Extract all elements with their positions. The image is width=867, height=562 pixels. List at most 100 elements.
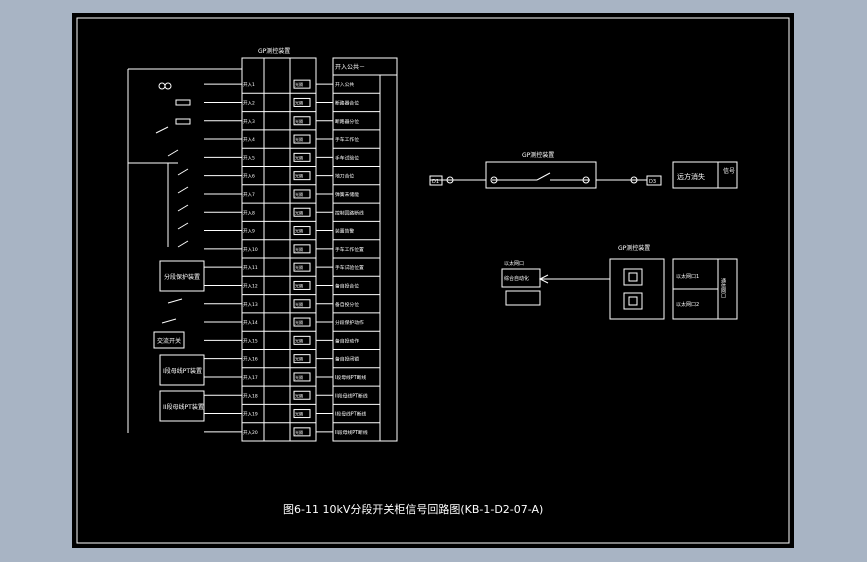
terminal-label: 开入10 [243,247,258,253]
terminal-label: 开入20 [243,430,258,436]
ethernet-port-2-icon [623,292,643,310]
optocoupler-label: 光隔 [295,118,303,124]
terminal-label: 开入6 [243,174,255,180]
contact-symbols [155,82,191,324]
box-bus1-pt-label: I段母线PT装置 [163,367,202,375]
signal-name: 备自投分位 [335,301,359,308]
optocoupler-box [293,79,311,89]
optocoupler-label: 光隔 [295,228,303,234]
sync-device-box [485,161,597,189]
signal-name: 手车试验位置 [335,264,364,271]
signal-name: II段母线PT断线 [335,429,368,436]
signal-name: 地刀合位 [335,173,354,180]
sync-terminal-left [429,175,443,186]
comm-device-header: GP测控装置 [618,244,650,252]
terminal-label: 开入17 [243,375,258,381]
optocoupler-box [293,427,311,437]
sync-device-header: GP测控装置 [522,151,554,159]
optocoupler-box [293,134,311,144]
signal-name: 断路器分位 [335,118,359,125]
optocoupler-box [293,409,311,419]
optocoupler-label: 光隔 [295,191,303,197]
optocoupler-box [293,262,311,272]
comm-port-1-label: 以太网口1 [676,273,699,280]
optocoupler-box [293,335,311,345]
optocoupler-box [293,226,311,236]
terminal-label: 开入5 [243,155,255,161]
terminal-label: 开入7 [243,192,255,198]
signal-name: I段母线PT断线 [335,411,366,418]
terminal-label: 开入15 [243,338,258,344]
comm-device-box [609,258,665,320]
terminal-label: 开入1 [243,82,255,88]
terminal-label: 开入11 [243,265,258,271]
drawing-frame [76,17,790,544]
position-signal-circuit: GP测控装置 D1 D3 远方消失 信号 [429,151,738,189]
terminal-label: 开入18 [243,393,258,399]
sync-terminal-right-label: D3 [649,179,656,185]
sync-output-label: 远方消失 [677,172,705,181]
optocoupler-label: 光隔 [295,356,303,362]
signal-rows: 开入公共断路器合位断路器分位手车工作位手车试验位地刀合位弹簧未储能控制回路断线装… [333,81,380,442]
optocoupler-box [293,116,311,126]
optocoupler-label: 光隔 [295,136,303,142]
terminal-label: 开入4 [243,137,255,143]
signal-name: 分段保护动作 [335,319,364,326]
optocoupler-box [293,189,311,199]
sync-contact [536,172,551,181]
optocoupler-box [293,97,311,107]
optocoupler-label: 光隔 [295,282,303,288]
optocoupler-label: 光隔 [295,209,303,215]
signal-name: 备自投动作 [335,337,359,344]
terminal-label: 开入19 [243,412,258,418]
terminal-label: 开入13 [243,302,258,308]
signal-name: 备自投合位 [335,282,359,289]
sync-signal-label: 信号 [723,167,735,175]
box-bus1-pt [159,354,205,386]
signal-name: 断路器合位 [335,99,359,106]
sync-output-box [672,161,738,189]
box-ac-switch [153,331,185,349]
terminal-label: 开入14 [243,320,258,326]
optocoupler-box [293,244,311,254]
comm-arrow [538,274,549,284]
comm-source-header: 以太网口 [504,260,524,267]
optocoupler-label: 光隔 [295,264,303,270]
optocoupler-box [293,207,311,217]
terminal-label: 开入12 [243,283,258,289]
comm-source-sub [505,290,541,306]
terminal-label: 开入2 [243,100,255,106]
optocoupler-label: 光隔 [295,99,303,105]
optocoupler-label: 光隔 [295,319,303,325]
optocoupler-label: 光隔 [295,374,303,380]
signal-name: I段母线PT断线 [335,374,366,381]
box-bus2-pt [159,390,205,422]
signal-name: 手车工作位 [335,136,359,143]
signal-name: 手车试验位 [335,154,359,161]
box-ac-switch-label: 交流开关 [157,337,181,345]
signal-name: II段母线PT断线 [335,392,368,399]
terminal-label: 开入3 [243,119,255,125]
optocoupler-box [293,171,311,181]
optocoupler-box [293,354,311,364]
box-section-protection [159,260,205,292]
optocoupler-label: 光隔 [295,154,303,160]
optocoupler-box [293,299,311,309]
signal-name: 控制回路断线 [335,209,364,216]
signal-name: 备自投闭锁 [335,356,359,363]
optocoupler-box [293,152,311,162]
box-section-protection-label: 分段保护装置 [164,273,200,281]
terminal-label: 开入9 [243,229,255,235]
optocoupler-label: 光隔 [295,429,303,435]
terminal-label: 开入8 [243,210,255,216]
optocoupler-label: 光隔 [295,173,303,179]
optocoupler-label: 光隔 [295,246,303,252]
sync-terminal-left-label: D1 [432,179,439,185]
optocoupler-box [293,280,311,290]
optocoupler-box [293,390,311,400]
